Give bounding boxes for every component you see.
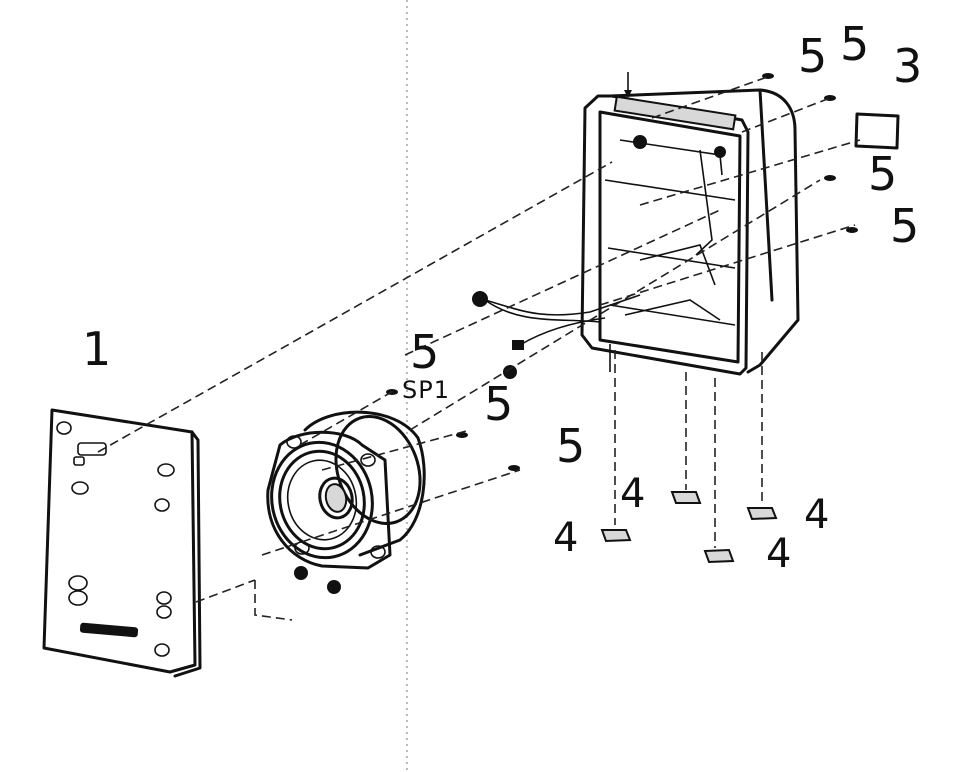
- label-part-3: 3: [893, 39, 922, 93]
- screw-parts: [386, 73, 858, 471]
- label-part-5: 5: [556, 419, 585, 473]
- front-panel-part: [42, 408, 202, 678]
- label-part-5: 5: [484, 377, 513, 431]
- label-part-1: 1: [82, 322, 111, 376]
- label-speaker-sp1: SP1: [402, 376, 450, 404]
- speaker-part: [266, 410, 426, 570]
- label-part-5: 5: [410, 325, 439, 379]
- label-part-4: 4: [766, 531, 791, 577]
- assembly-guide-lines: [97, 75, 861, 621]
- label-part-5: 5: [840, 17, 869, 71]
- label-part-5: 5: [868, 147, 897, 201]
- rear-cabinet-part: [580, 88, 800, 376]
- foot-parts: [600, 491, 778, 564]
- label-part-5: 5: [890, 199, 919, 253]
- label-card-part: [854, 112, 900, 150]
- lead-wires: [472, 291, 641, 379]
- terminal-dot: [294, 566, 308, 580]
- label-part-4: 4: [553, 515, 578, 561]
- label-part-5: 5: [798, 29, 827, 83]
- pointer-arrow-icon: [624, 72, 632, 98]
- label-part-4: 4: [620, 471, 645, 517]
- label-part-4: 4: [804, 492, 829, 538]
- terminal-dot: [327, 580, 341, 594]
